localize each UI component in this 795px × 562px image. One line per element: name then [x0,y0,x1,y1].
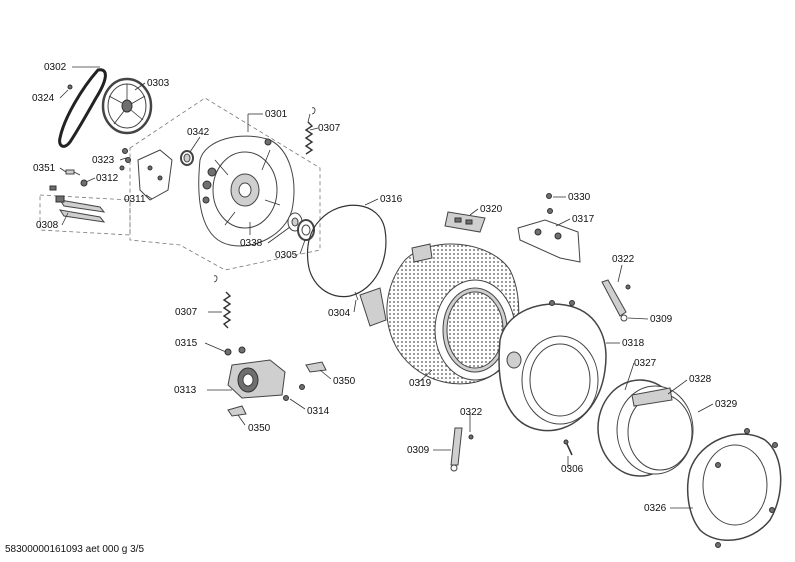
callout-0309-lower: 0309 [407,445,430,456]
document-footer: 58300000161093 aet 000 g 3/5 [5,544,144,555]
door-seal-drawing [597,379,694,477]
callout-0315: 0315 [175,338,198,349]
counterweight-drawing [517,219,581,263]
callout-0317: 0317 [572,214,595,225]
callout-0318: 0318 [622,338,645,349]
shock-absorber-upper-drawing [601,279,631,322]
callout-0342: 0342 [187,127,210,138]
callout-0329: 0329 [715,399,738,410]
clip-lower-drawing [227,405,247,417]
bracket-drawing [137,149,173,201]
callout-0301: 0301 [265,109,288,120]
callout-0324: 0324 [32,93,55,104]
rear-tub-assembly-drawing [39,97,321,271]
shock-absorber-lower-drawing [450,427,474,472]
screws-0330-drawing [546,193,553,214]
callout-0312: 0312 [96,173,119,184]
callout-0327: 0327 [634,358,657,369]
callout-0305: 0305 [275,250,298,261]
callout-0311: 0311 [124,194,146,205]
callout-0307-lower: 0307 [175,307,198,318]
front-tub-drawing [498,300,607,432]
spring-lower-drawing [213,275,232,329]
callout-0316: 0316 [380,194,403,205]
gasket-ring-drawing [306,204,387,301]
cover-bar-drawing [444,211,486,233]
small-screws-drawing [65,84,131,187]
callout-0351: 0351 [33,163,56,174]
front-panel-ring-drawing [686,428,782,548]
callout-0338: 0338 [240,238,263,249]
callout-0319: 0319 [409,378,432,389]
callout-0304: 0304 [328,308,351,319]
callout-0326: 0326 [644,503,667,514]
callout-0322-lower: 0322 [460,407,483,418]
callout-0302: 0302 [44,62,67,73]
callout-0307-upper: 0307 [318,123,341,134]
callout-0308: 0308 [36,220,59,231]
callout-0328: 0328 [689,374,712,385]
motor-drawing [224,346,305,401]
screw-0306-drawing [563,439,573,456]
callout-0350-lower: 0350 [248,423,271,434]
drive-belt-drawing [58,68,107,148]
callout-0322-upper: 0322 [612,254,635,265]
callout-0323: 0323 [92,155,115,166]
heater-element-drawing [49,185,106,223]
callout-0330: 0330 [568,192,591,203]
callout-0303: 0303 [147,78,170,89]
pulley-wheel-drawing [101,77,153,135]
drum-drawing [359,243,520,385]
callout-0320: 0320 [480,204,503,215]
callout-0309-upper: 0309 [650,314,673,325]
spring-upper-drawing [304,107,316,155]
clip-upper-drawing [305,361,327,373]
leader-lines [59,66,714,509]
callout-0314: 0314 [307,406,330,417]
seal-drawing [180,150,194,166]
callout-labels: 0302 0303 0324 0301 0342 0307 0323 0351 … [32,62,738,514]
callout-0350-upper: 0350 [333,376,356,387]
callout-0313: 0313 [174,385,197,396]
callout-0306: 0306 [561,464,584,475]
